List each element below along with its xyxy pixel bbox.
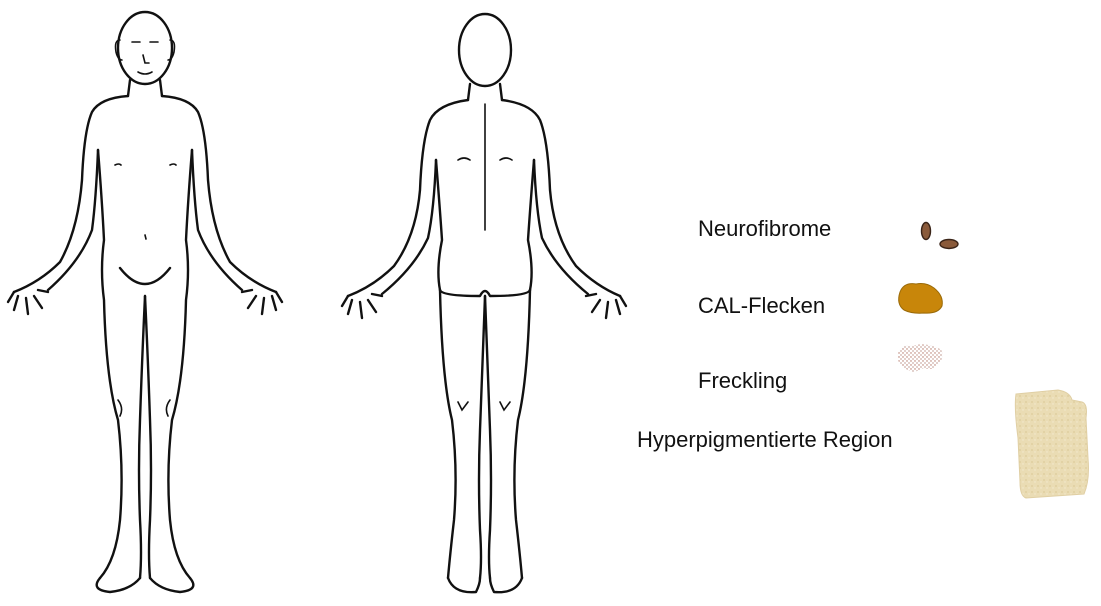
legend-label-hyperpigmentierte-region: Hyperpigmentierte Region xyxy=(637,427,893,453)
legend-label-freckling: Freckling xyxy=(698,368,787,394)
body-back-figure xyxy=(330,0,630,606)
freckling-dots-icon xyxy=(894,340,950,376)
legend-label-neurofibrome: Neurofibrome xyxy=(698,216,831,242)
legend-label-cal-flecken: CAL-Flecken xyxy=(698,293,825,319)
body-front-figure xyxy=(0,0,290,606)
neurofibroma-dots-icon xyxy=(912,220,968,254)
hyperpigmented-region-icon xyxy=(1012,388,1096,500)
cafe-au-lait-spot-icon xyxy=(894,280,950,320)
body-front-outline-icon xyxy=(0,0,290,606)
body-back-outline-icon xyxy=(330,0,630,606)
